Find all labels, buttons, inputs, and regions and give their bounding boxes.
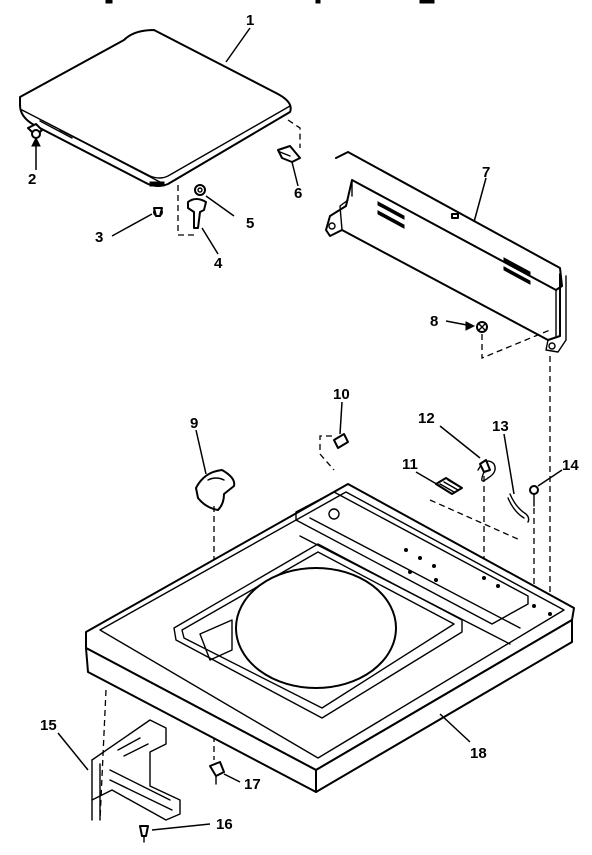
lid-attachment-guides [177,119,301,236]
callout-labels: 1 2 3 4 5 6 7 8 9 10 11 12 13 14 15 16 1… [28,12,579,833]
screw-part [153,207,163,217]
main-top-cabinet [85,483,575,793]
grille-part [435,477,463,495]
callout-12: 12 [418,410,435,427]
callout-16: 16 [216,816,233,833]
nut-part [194,184,206,196]
callout-13: 13 [492,418,509,435]
clip-part [31,129,41,170]
wire-part [507,493,530,523]
leader-lines [57,27,563,831]
callout-10: 10 [333,386,350,403]
lid-panel [19,29,292,187]
hook-part [477,459,496,482]
callout-6: 6 [294,185,302,202]
callout-11: 11 [402,456,418,473]
lid-bracket [277,145,301,163]
switch-screw [529,485,539,507]
back-panel [325,151,567,353]
callout-1: 1 [246,12,254,29]
callout-15: 15 [40,717,57,734]
plug-part [319,433,349,471]
panel-screw [476,321,551,359]
front-brace [91,719,181,821]
callout-9: 9 [190,415,198,432]
callout-14: 14 [562,457,579,474]
lid-switch-actuator [195,469,236,511]
callout-3: 3 [95,229,103,246]
callout-18: 18 [470,745,487,762]
hinge-part [187,198,207,229]
callout-4: 4 [214,255,223,272]
callout-8: 8 [430,313,438,330]
callout-17: 17 [244,776,261,793]
brace-screw [139,825,149,843]
callout-2: 2 [28,171,36,188]
callout-7: 7 [482,164,490,181]
callout-5: 5 [246,215,254,232]
actuator-clip [209,761,225,785]
cropped-header-marks [105,0,435,4]
